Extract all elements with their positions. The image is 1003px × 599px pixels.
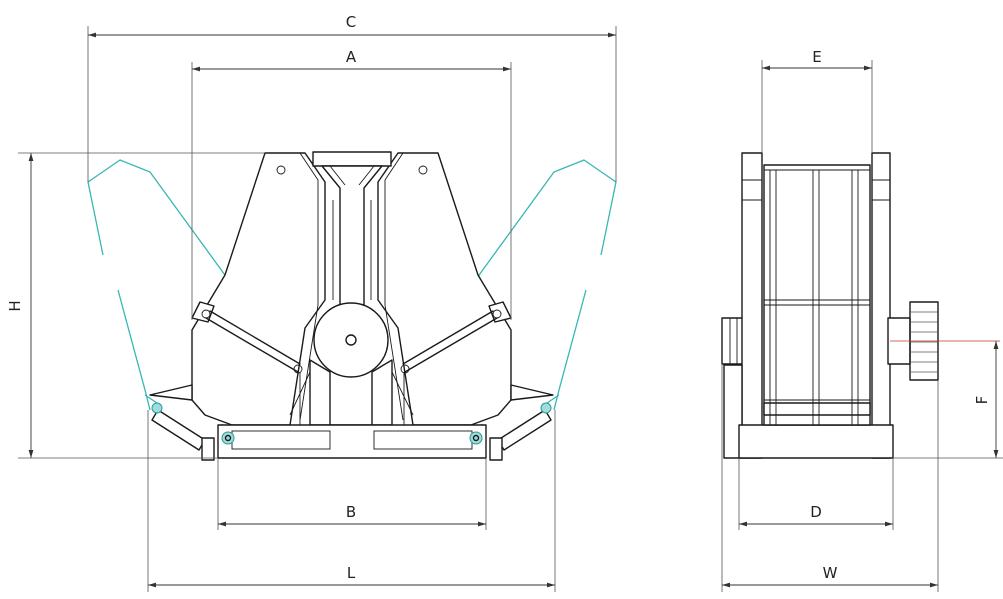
dim-label-c: C	[346, 13, 356, 31]
dim-label-d: D	[810, 503, 822, 521]
dim-label-e: E	[812, 48, 821, 66]
main-body	[149, 151, 554, 461]
dim-label-a: A	[346, 48, 357, 66]
front-view: C A H B L	[6, 13, 617, 592]
dim-label-h: H	[6, 300, 24, 311]
dim-label-b: B	[346, 503, 356, 521]
side-view: E F D W	[721, 48, 1003, 592]
dim-label-f: F	[973, 396, 991, 405]
side-extension-lines	[721, 60, 1003, 592]
dim-label-l: L	[347, 564, 356, 582]
dim-label-w: W	[823, 564, 838, 582]
front-extension-lines	[18, 26, 617, 592]
